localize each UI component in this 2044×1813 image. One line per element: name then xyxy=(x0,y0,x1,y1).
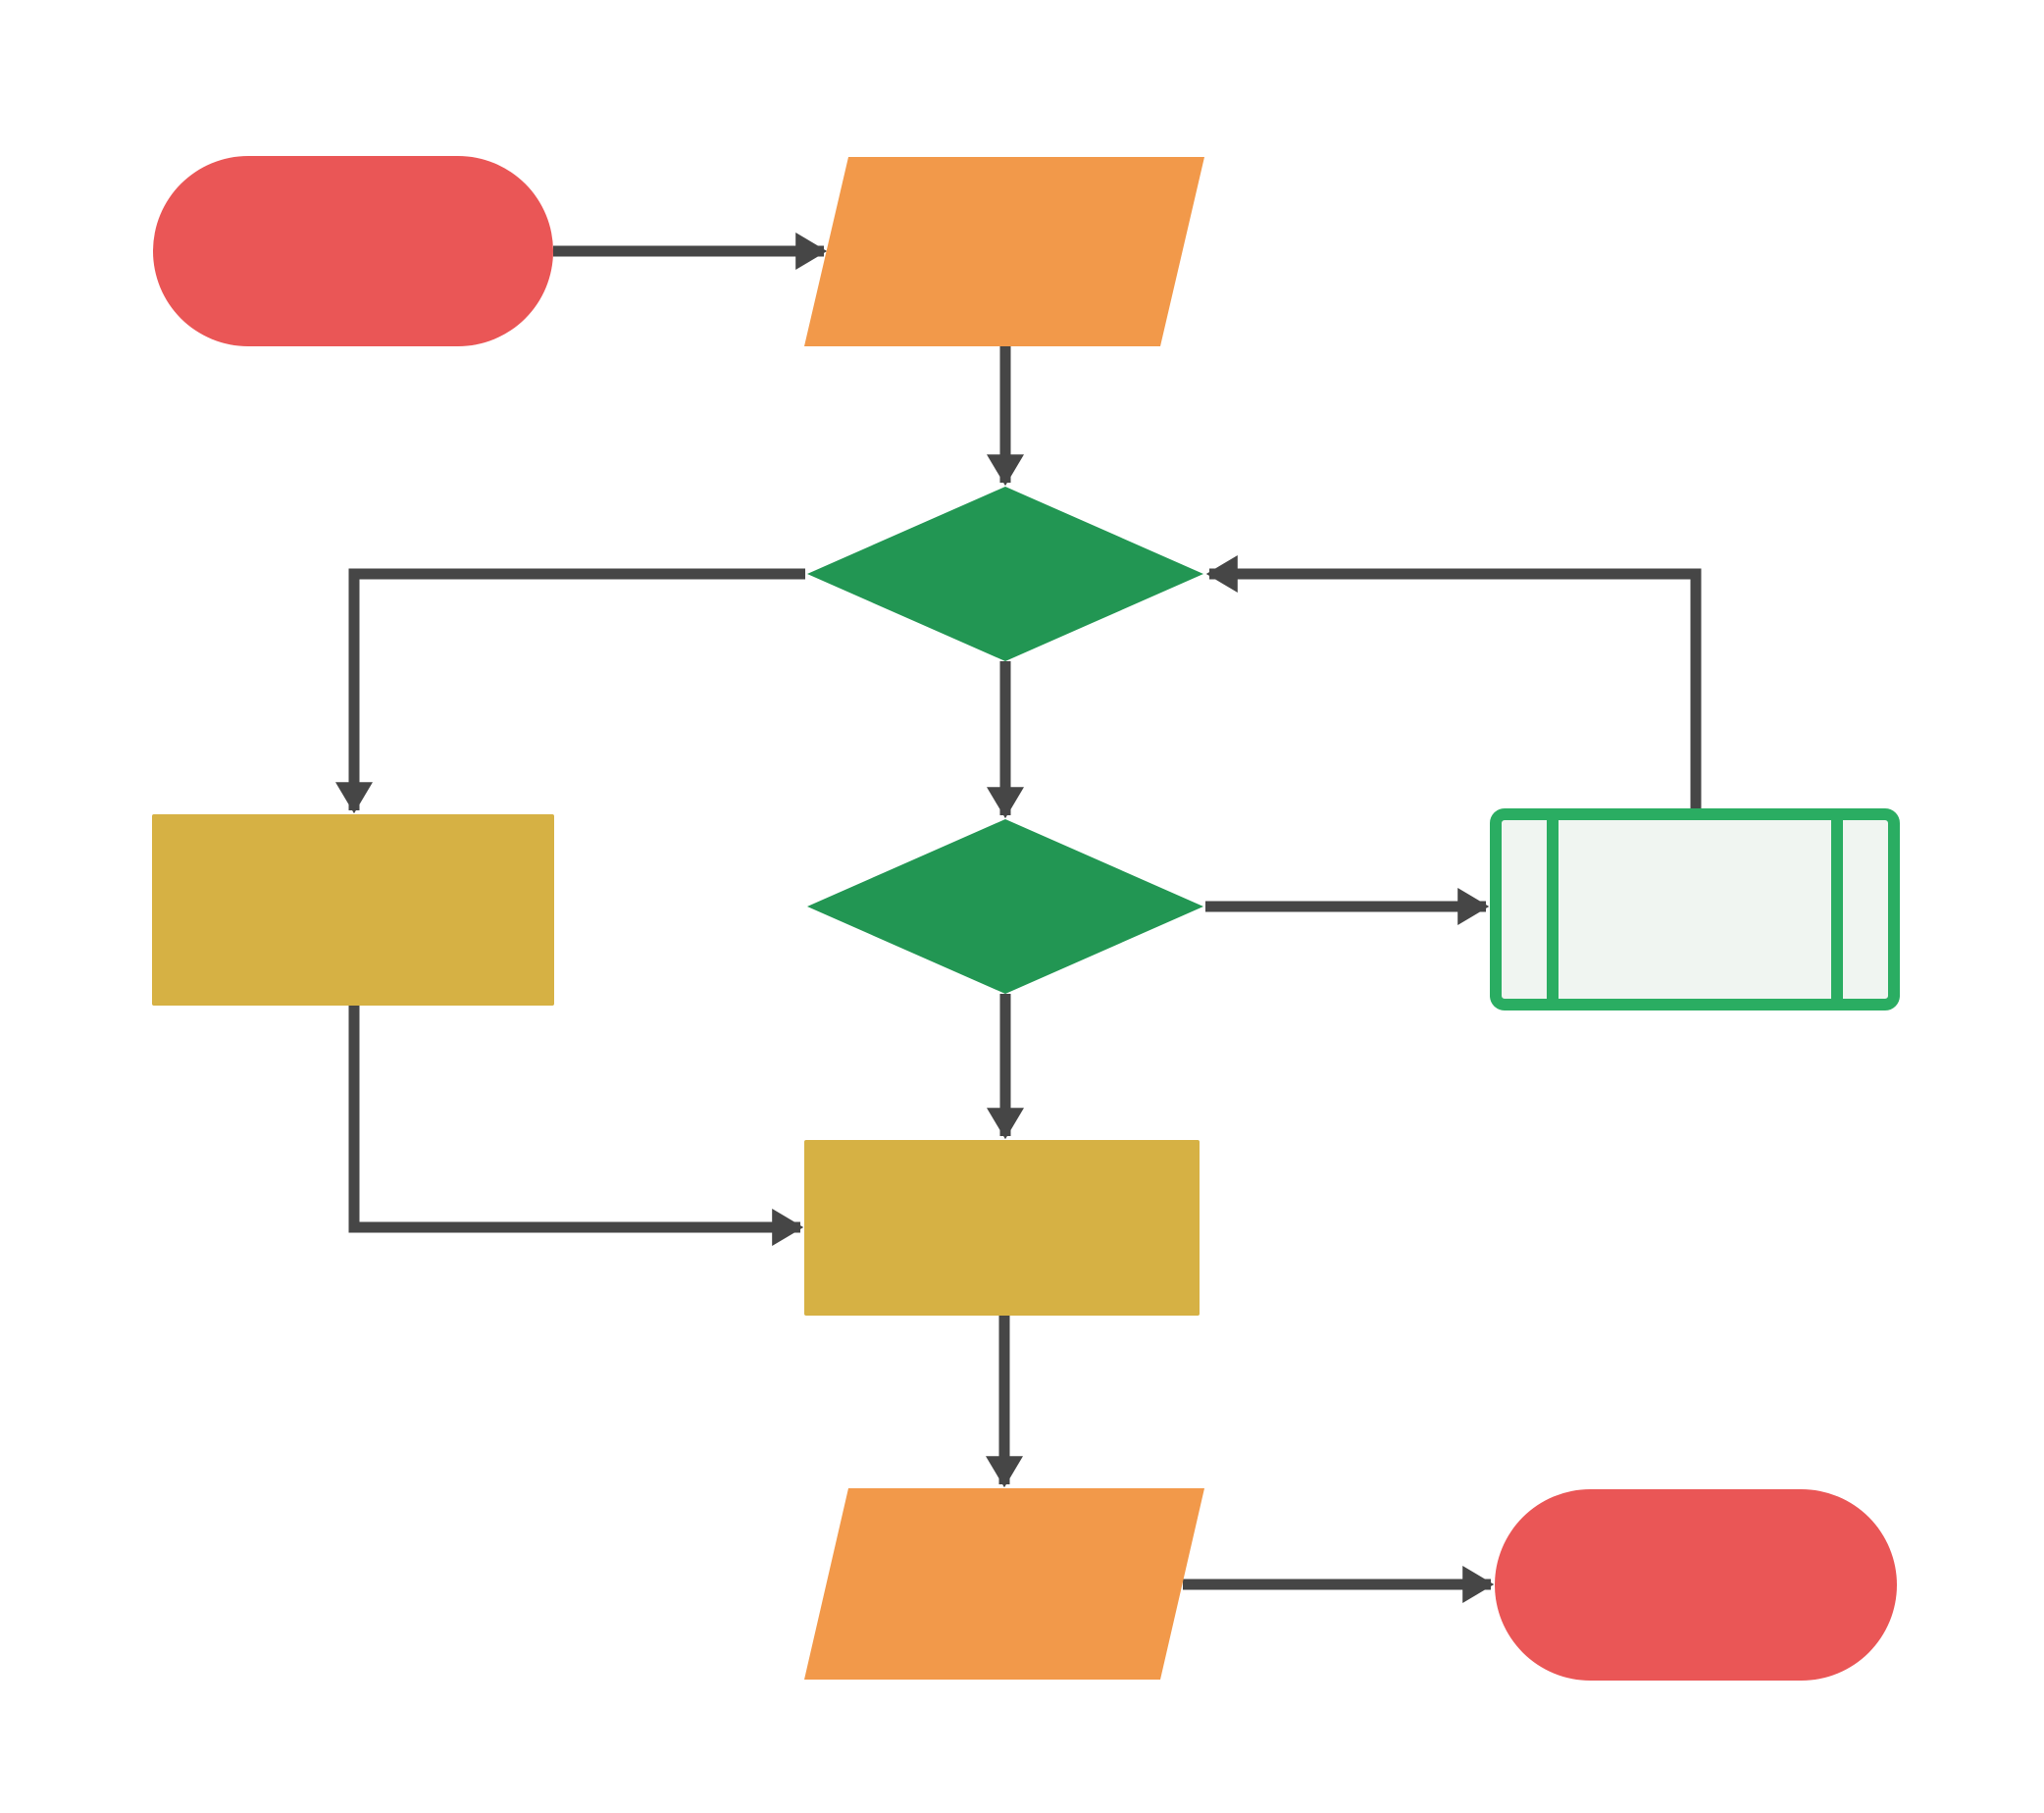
subroutine-node-frame xyxy=(1490,808,1900,1010)
decision-node-2 xyxy=(807,819,1203,994)
io-node-bottom xyxy=(804,1488,1204,1680)
start-node xyxy=(153,156,553,346)
decision-node-1 xyxy=(807,487,1203,661)
process-node-middle xyxy=(804,1140,1200,1316)
edge-process-left-to-process-middle xyxy=(348,1006,804,1246)
io-node-top xyxy=(804,157,1204,346)
edge-subroutine-to-decision-1 xyxy=(1205,555,1702,810)
edge-decision-1-to-process-left xyxy=(335,568,805,814)
process-node-left xyxy=(152,814,554,1006)
subroutine-node xyxy=(1490,808,1900,1010)
end-node xyxy=(1495,1489,1897,1681)
